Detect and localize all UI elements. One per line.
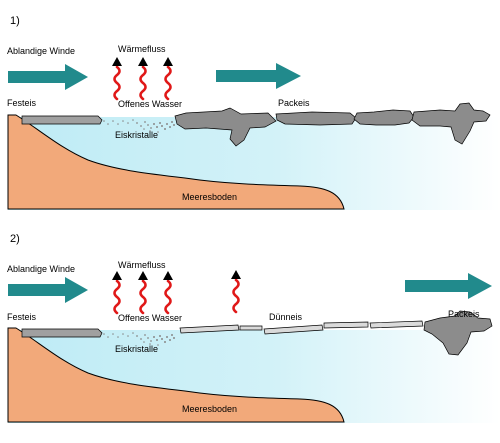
- wind-arrow-left: [8, 277, 88, 303]
- open-water-label: Offenes Wasser: [118, 313, 182, 323]
- fast-ice: [21, 115, 103, 125]
- fast-ice: [21, 328, 103, 338]
- seafloor: [7, 114, 345, 210]
- fast-ice-label: Festeis: [7, 312, 37, 322]
- heat-flux-label: Wärmefluss: [118, 260, 166, 270]
- panel-2: 2): [7, 233, 500, 423]
- open-water-label: Offenes Wasser: [118, 99, 182, 109]
- wind-arrow-left: [8, 64, 88, 90]
- pack-ice: [174, 102, 491, 147]
- seafloor-label: Meeresboden: [182, 404, 237, 414]
- fast-ice-label: Festeis: [7, 98, 37, 108]
- heat-flux-arrows: [110, 55, 175, 101]
- ice-crystals: [103, 332, 175, 346]
- heat-flux-label: Wärmefluss: [118, 44, 166, 54]
- pack-ice-label: Packeis: [278, 98, 310, 108]
- seafloor-label: Meeresboden: [182, 192, 237, 202]
- pack-ice: [423, 310, 493, 356]
- panel-number: 1): [10, 15, 20, 27]
- thin-ice-label: Dünneis: [269, 312, 303, 322]
- seafloor: [7, 327, 345, 423]
- wind-arrow-right: [216, 63, 301, 89]
- panel-number: 2): [10, 233, 20, 245]
- pack-ice-label: Packeis: [448, 309, 480, 319]
- ice-crystals: [103, 119, 175, 133]
- winds-label: Ablandige Winde: [7, 264, 75, 274]
- thin-ice: [179, 320, 424, 335]
- winds-label: Ablandige Winde: [7, 46, 75, 56]
- panel-1: 1): [7, 15, 500, 210]
- ice-crystals-label: Eiskristalle: [115, 344, 158, 354]
- wind-arrow-right: [405, 273, 492, 299]
- heat-flux-arrows: [110, 268, 243, 315]
- ice-crystals-label: Eiskristalle: [115, 130, 158, 140]
